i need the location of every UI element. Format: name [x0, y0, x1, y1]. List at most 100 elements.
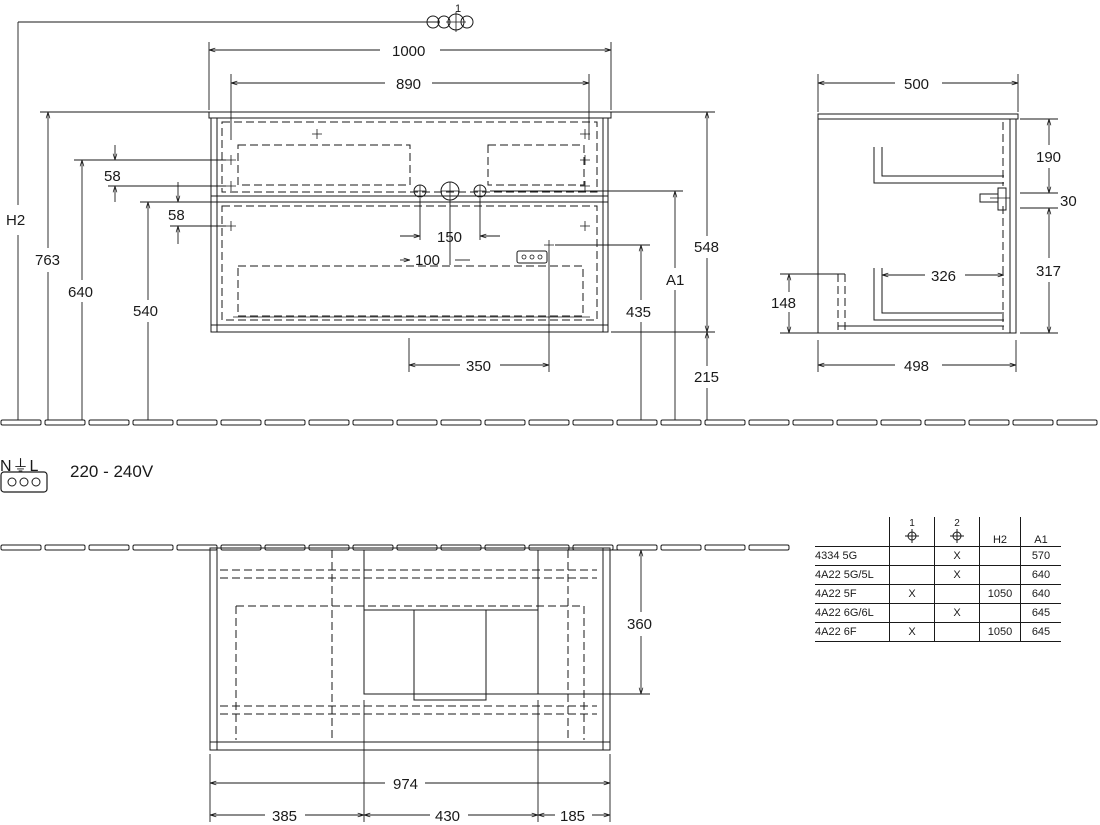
side-dimensions	[780, 74, 1058, 372]
table-cell: 570	[1020, 546, 1061, 566]
floor-segment	[836, 419, 878, 426]
plan-view	[209, 547, 611, 751]
dim-150: 150	[437, 229, 462, 246]
fitting-marker-label: 1	[455, 3, 461, 15]
table-cell: 1050	[979, 584, 1021, 604]
dim-326: 326	[931, 268, 956, 285]
floor-segment	[220, 419, 262, 426]
table-header-fitting-2: 2	[934, 517, 980, 547]
floor-segment	[440, 419, 482, 426]
table-cell: 4A22 6F	[815, 622, 890, 642]
table-cell: 640	[1020, 565, 1061, 585]
dim-215: 215	[694, 369, 719, 386]
floor-segment	[880, 419, 922, 426]
floor-segment	[176, 419, 218, 426]
floor-segment	[968, 419, 1010, 426]
floor-segment	[88, 544, 130, 551]
table-cell: X	[889, 584, 935, 604]
floor-segment	[132, 419, 174, 426]
table-cell: X	[934, 546, 980, 566]
dim-890: 890	[396, 76, 421, 93]
floor-segment	[572, 419, 614, 426]
voltage-label: 220 - 240V	[70, 462, 154, 481]
dim-435: 435	[626, 304, 651, 321]
electrical-socket-icon: N⏚L	[0, 452, 52, 496]
table-cell	[934, 584, 980, 604]
floor-segment	[44, 544, 86, 551]
dim-640: 640	[68, 284, 93, 301]
dim-317: 317	[1036, 263, 1061, 280]
table-cell: X	[889, 622, 935, 642]
table-header: A1	[1020, 517, 1061, 547]
table-row: 4334 5G X 570	[815, 546, 1061, 566]
fitting-1-icon	[905, 529, 919, 543]
floor-segment	[748, 544, 790, 551]
floor-segment	[528, 419, 570, 426]
floor-segment	[704, 544, 746, 551]
table-header: H2	[979, 517, 1021, 547]
table-cell	[979, 546, 1021, 566]
table-cell: X	[934, 565, 980, 585]
dim-360: 360	[627, 616, 652, 633]
dim-a1: A1	[666, 272, 684, 289]
dim-58-lower: 58	[168, 207, 185, 224]
floor-segment	[704, 419, 746, 426]
dim-185: 185	[560, 808, 585, 825]
table-cell: 1050	[979, 622, 1021, 642]
floor-segment	[44, 419, 86, 426]
dim-974: 974	[393, 776, 418, 793]
dim-540: 540	[133, 303, 158, 320]
table-cell: 4334 5G	[815, 546, 890, 566]
floor-segment	[0, 419, 42, 426]
dim-30: 30	[1060, 193, 1077, 210]
table-cell	[979, 603, 1021, 623]
front-dimensions	[17, 12, 715, 420]
front-view	[208, 111, 612, 333]
floor-segment	[132, 544, 174, 551]
table-cell: 4A22 5G/5L	[815, 565, 890, 585]
dim-1000: 1000	[392, 43, 425, 60]
floor-segment	[660, 419, 702, 426]
floor-segment	[1012, 419, 1054, 426]
table-cell	[889, 565, 935, 585]
table-header	[815, 517, 890, 547]
fitting-2-icon	[950, 529, 964, 543]
floor-segment	[748, 419, 790, 426]
dimension-labels: 1000 890 H2 763 640 540 58 58 548 215 A1…	[6, 3, 1077, 825]
floor-segment	[792, 419, 834, 426]
table-cell: 645	[1020, 622, 1061, 642]
table-header-row: 1 2 H2 A1	[815, 517, 1061, 547]
dim-498: 498	[904, 358, 929, 375]
table-cell: 640	[1020, 584, 1061, 604]
floor-segment	[484, 419, 526, 426]
floor-segment	[88, 419, 130, 426]
plan-dimensions	[209, 549, 650, 822]
dim-430: 430	[435, 808, 460, 825]
dim-500: 500	[904, 76, 929, 93]
neutral-earth-live-label: N⏚L	[0, 458, 40, 475]
floor-segment	[1056, 419, 1098, 426]
dim-548: 548	[694, 239, 719, 256]
floor-segment	[0, 544, 42, 551]
floor-line-elevation	[0, 419, 1098, 426]
side-view	[817, 113, 1019, 334]
floor-segment	[924, 419, 966, 426]
floor-segment	[660, 544, 702, 551]
dim-58-upper: 58	[104, 168, 121, 185]
table-cell: 4A22 5F	[815, 584, 890, 604]
dim-385: 385	[272, 808, 297, 825]
floor-segment	[616, 419, 658, 426]
dim-190: 190	[1036, 149, 1061, 166]
dim-148: 148	[771, 295, 796, 312]
floor-segment	[264, 419, 306, 426]
table-cell	[934, 622, 980, 642]
table-cell	[979, 565, 1021, 585]
floor-segment	[308, 419, 350, 426]
table-row: 4A22 5G/5L X 640	[815, 565, 1061, 585]
table-cell: 645	[1020, 603, 1061, 623]
